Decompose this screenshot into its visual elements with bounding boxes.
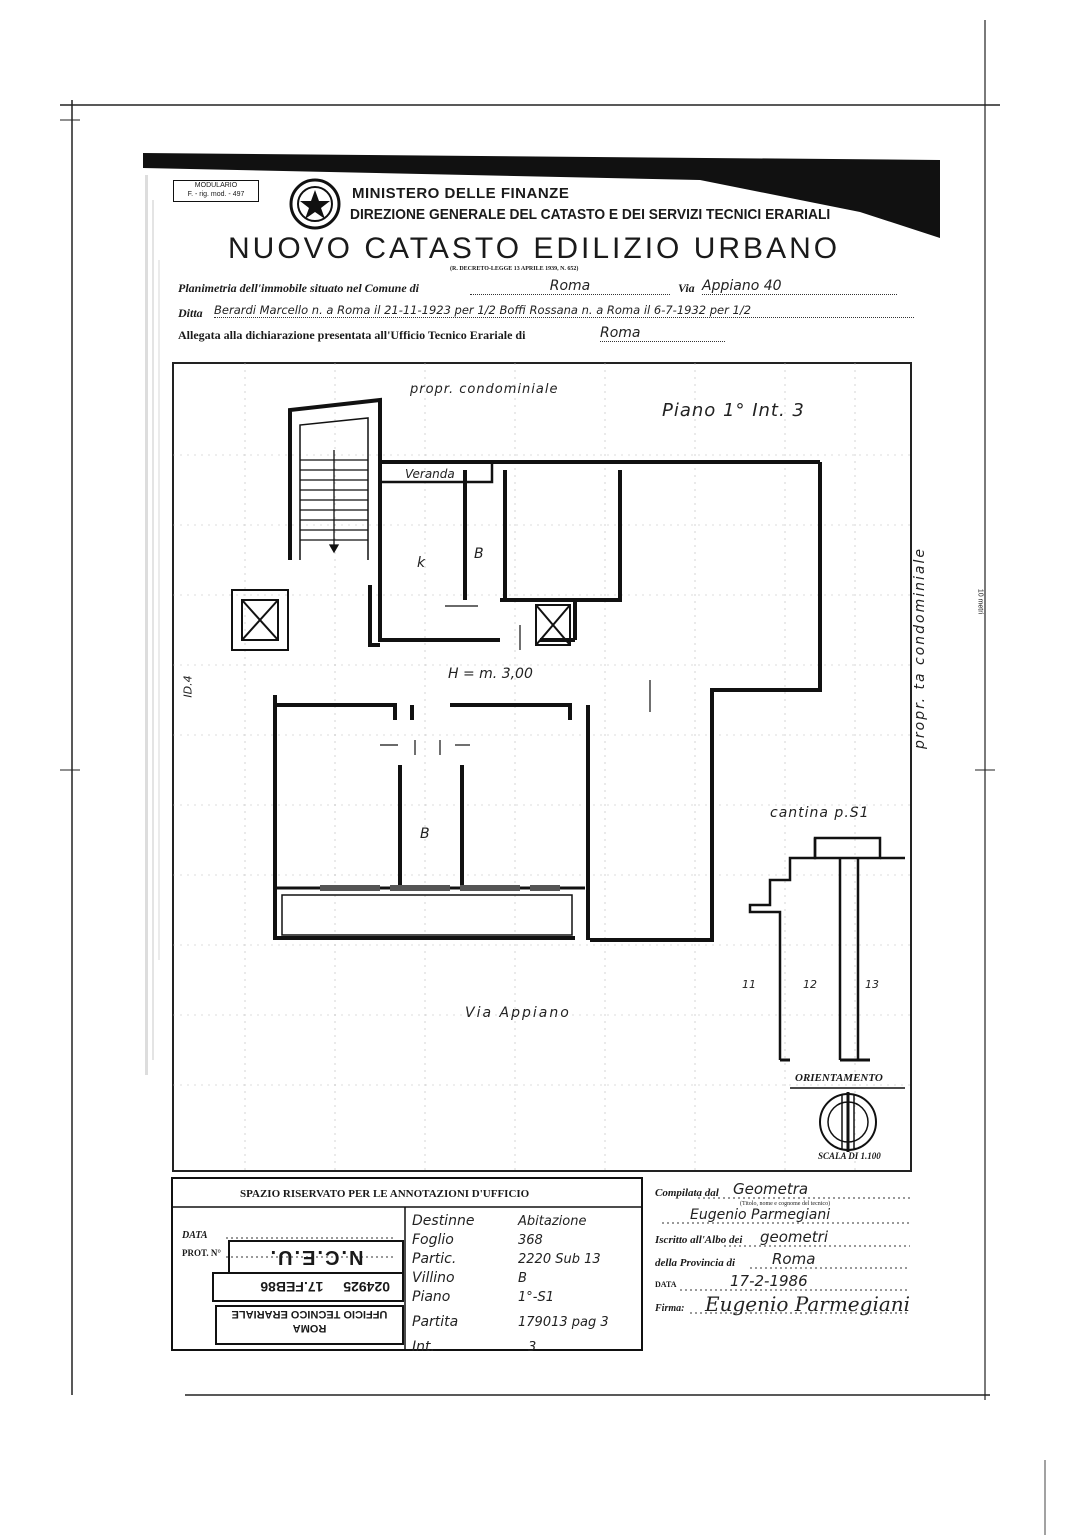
tecnico-name: Eugenio Parmegiani — [690, 1207, 831, 1223]
piano-label: Piano 1° Int. 3 — [662, 400, 805, 421]
spazio-title: SPAZIO RISERVATO PER LE ANNOTAZIONI D'UF… — [240, 1188, 530, 1200]
office-data-label: DATA — [182, 1230, 208, 1241]
orientamento-label: ORIENTAMENTO — [795, 1072, 883, 1084]
provincia-value: Roma — [772, 1250, 816, 1268]
row-label: Int. — [412, 1339, 435, 1355]
stamp-date: 17.FEB86 — [260, 1279, 324, 1295]
cantina-label: cantina p.S1 — [770, 805, 870, 821]
firma-signature: Eugenio Parmegiani — [705, 1292, 911, 1316]
ufficio-stamp: ROMA UFFICIO TECNICO ERARIALE — [215, 1305, 404, 1345]
veranda-label: Veranda — [405, 467, 455, 481]
row-value: 2220 Sub 13 — [518, 1252, 601, 1267]
ufficio-field: Roma — [600, 325, 725, 342]
cantina-num-13: 13 — [865, 978, 879, 991]
titolo-note: (Titolo, nome e cognome del tecnico) — [740, 1201, 831, 1207]
direction-title: DIREZIONE GENERALE DEL CATASTO E DEI SER… — [350, 206, 831, 223]
allegata-label: Allegata alla dichiarazione presentata a… — [178, 328, 526, 342]
ncu-stamp-text: N.C.E.U. — [268, 1246, 364, 1268]
row-label: Villino — [412, 1270, 455, 1286]
row-label: Piano — [412, 1289, 451, 1305]
modulario-label: MODULARIO — [194, 182, 238, 189]
row-label: Partic. — [412, 1251, 457, 1267]
office-prot-label: PROT. N° — [182, 1248, 221, 1258]
provincia-label: della Provincia di — [655, 1257, 736, 1269]
iscritto-label: Iscritto all'Albo dei — [655, 1234, 743, 1246]
row-value: 179013 pag 3 — [518, 1315, 609, 1330]
scala-label: SCALA DI 1.100 — [818, 1151, 881, 1161]
stamp-number: 024925 — [343, 1279, 390, 1295]
ditta-label: Ditta — [178, 306, 203, 320]
ditta-field: Berardi Marcello n. a Roma il 21-11-1923… — [214, 303, 914, 318]
row-value: B — [518, 1271, 527, 1286]
row-label: Partita — [412, 1314, 459, 1330]
row-value: 3 — [528, 1340, 537, 1355]
main-title: NUOVO CATASTO EDILIZIO URBANO — [228, 232, 841, 265]
ministry-title: MINISTERO DELLE FINANZE — [352, 185, 570, 202]
via-label: Via — [678, 281, 695, 295]
height-label: H = m. 3,00 — [448, 666, 533, 682]
comune-field: Roma — [470, 278, 670, 295]
office-rows-labels: Destinne Foglio Partic. Villino Piano Pa… — [412, 1212, 474, 1357]
compilata-data-value: 17-2-1986 — [730, 1272, 808, 1290]
via-field: Appiano 40 — [702, 278, 897, 295]
compilata-value: Geometra — [733, 1180, 809, 1198]
iscritto-value: geometri — [760, 1228, 828, 1246]
emblem-icon — [289, 178, 341, 230]
ufficio-stamp-line1: ROMA — [292, 1322, 327, 1334]
cantina-num-12: 12 — [803, 978, 817, 991]
row-value: Abitazione — [518, 1214, 587, 1229]
decree-note: (R. DECRETO-LEGGE 13 APRILE 1939, N. 652… — [450, 266, 579, 272]
via-appiano-label: Via Appiano — [465, 1005, 571, 1021]
compilata-data-label: DATA — [655, 1280, 677, 1289]
number-stamp: 024925 17.FEB86 — [212, 1272, 404, 1302]
propr-condominiale-top: propr. condominiale — [410, 382, 559, 397]
row-value: 1°-S1 — [518, 1290, 554, 1305]
row-label: Destinne — [412, 1213, 475, 1229]
modulario-code: F. - rig. mod. - 497 — [187, 191, 245, 198]
ncu-stamp: N.C.E.U. — [228, 1240, 404, 1274]
modulario-box: MODULARIO F. - rig. mod. - 497 — [173, 180, 259, 202]
row-value: 368 — [518, 1233, 543, 1248]
ufficio-stamp-line2: UFFICIO TECNICO ERARIALE — [231, 1308, 388, 1320]
compilata-label: Compilata dal — [655, 1187, 719, 1199]
firma-label: Firma: — [655, 1303, 685, 1314]
cantina-num-11: 11 — [742, 978, 756, 991]
bath-b-label: B — [474, 546, 484, 562]
bath-b2-label: B — [420, 826, 430, 842]
planimetria-label: Planimetria dell'immobile situato nel Co… — [178, 281, 420, 295]
row-label: Foglio — [412, 1232, 454, 1248]
room-k-label: k — [417, 555, 426, 571]
office-rows-values: Abitazione 368 2220 Sub 13 B 1°-S1 17901… — [518, 1212, 609, 1357]
